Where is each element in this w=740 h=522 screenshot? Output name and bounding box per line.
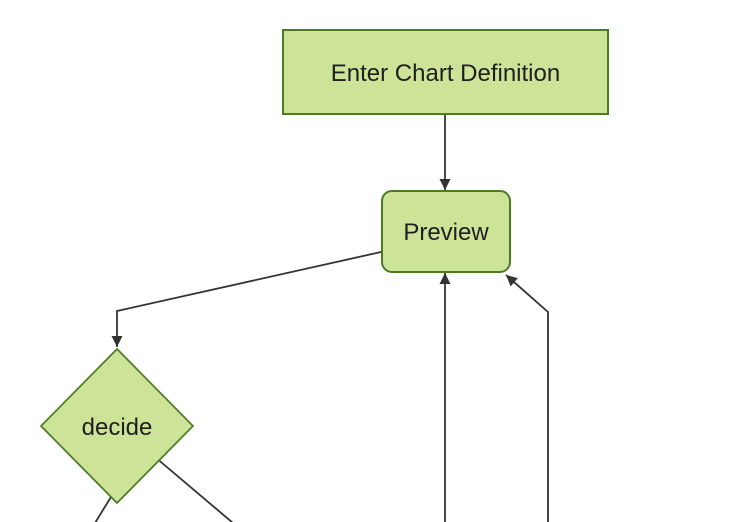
- node-decide: decide: [39, 347, 195, 505]
- enter-chart-definition-box: [282, 29, 609, 115]
- edge-decide-down-right: [154, 456, 234, 522]
- node-preview: Preview: [381, 190, 511, 273]
- edge-preview-to-decide: [111, 251, 382, 347]
- node-enter-chart-definition: Enter Chart Definition: [282, 29, 609, 115]
- edges: [94, 114, 549, 522]
- decide-label: decide: [82, 414, 153, 441]
- decide-diamond: [39, 347, 195, 505]
- edge-decide-down-left: [94, 496, 112, 522]
- edge-bottom-right-to-preview: [505, 274, 549, 522]
- preview-box: [381, 190, 511, 273]
- preview-label: Preview: [403, 219, 489, 246]
- enter-chart-definition-label: Enter Chart Definition: [331, 60, 560, 87]
